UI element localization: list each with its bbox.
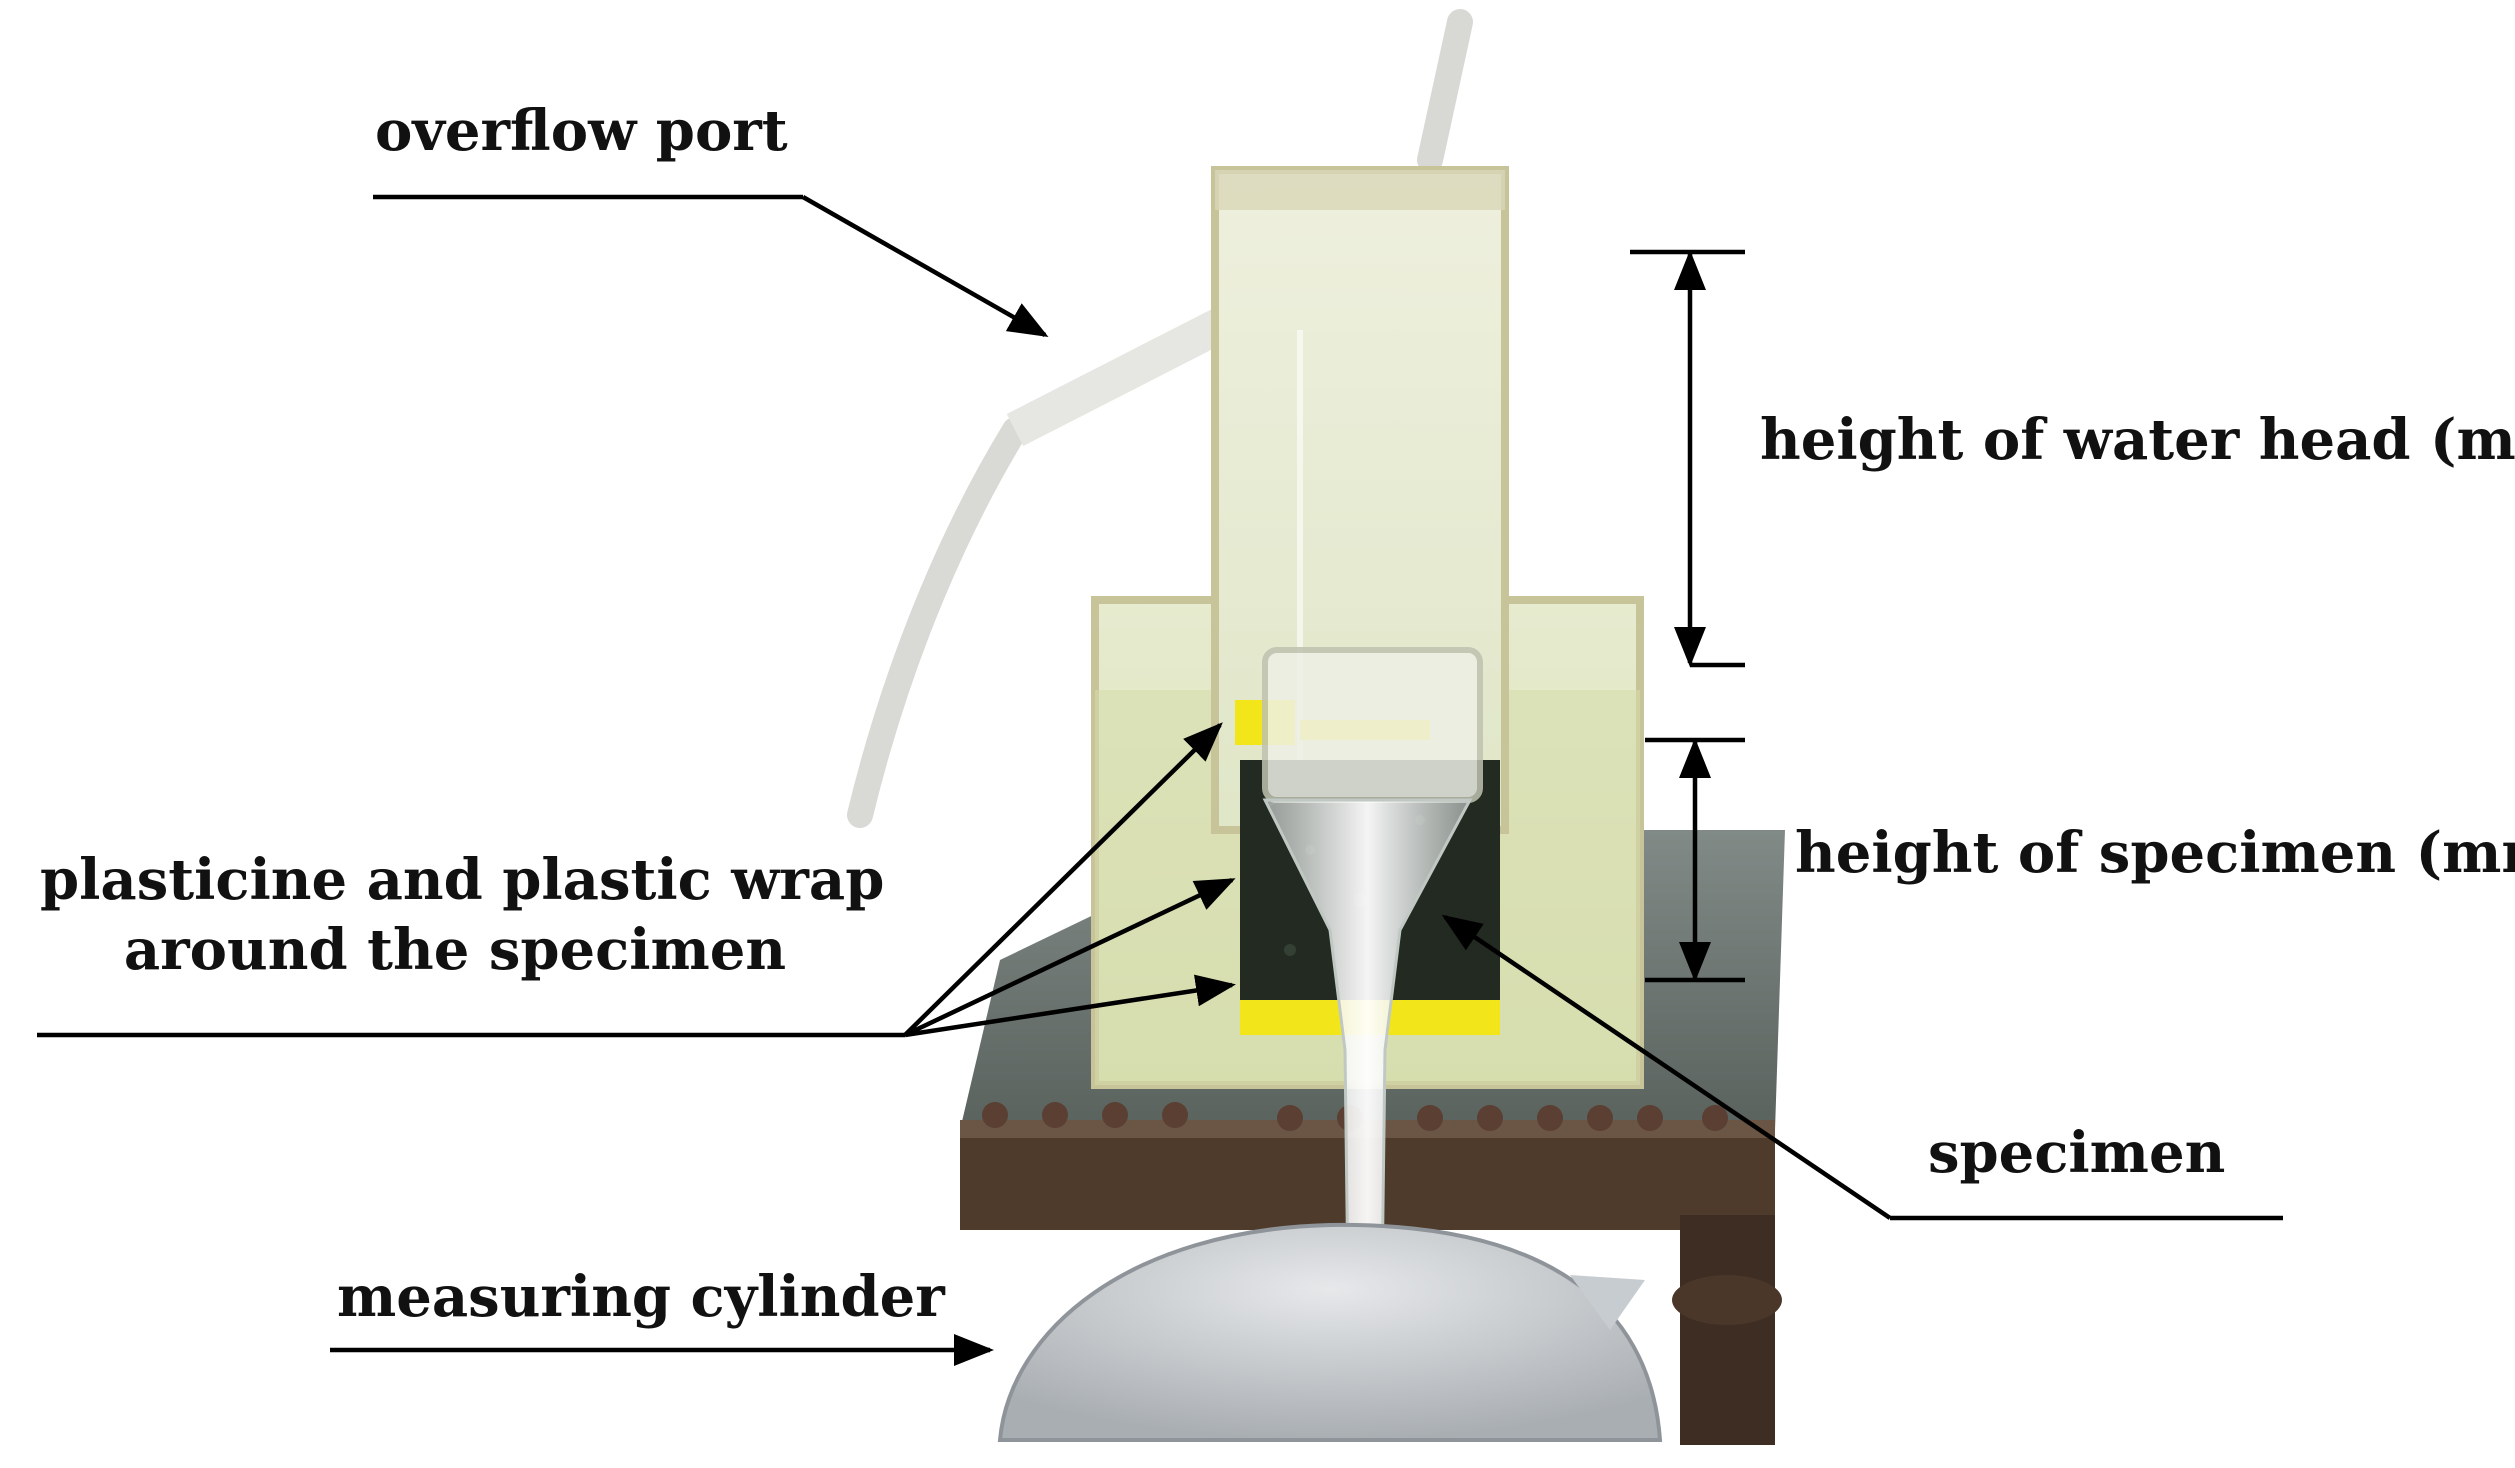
plasticine-arrow-bottom	[904, 974, 1236, 1038]
measuring-cylinder	[997, 1222, 1663, 1442]
water-head-label: height of water head (mm)	[1760, 407, 2515, 473]
specimen-arrow	[1441, 914, 1892, 1220]
plasticine-label-line1: plasticine and plastic wrap	[40, 847, 885, 913]
plasticine-arrow-middle	[904, 877, 1236, 1038]
outlet-box	[1262, 647, 1483, 803]
overflow-tube	[847, 9, 1473, 828]
specimen-height-label: height of specimen (mm)	[1795, 820, 2515, 886]
plasticine-arrow-top	[903, 722, 1223, 1037]
plasticine-label: plasticine and plastic wrap around the s…	[40, 845, 885, 985]
overflow-port-label: overflow port	[375, 98, 788, 164]
plasticine-label-line2: around the specimen	[123, 917, 787, 983]
specimen-label: specimen	[1928, 1120, 2226, 1186]
measuring-cylinder-label: measuring cylinder	[337, 1264, 945, 1330]
annotations	[37, 194, 2283, 1366]
table-rivets	[982, 1102, 1728, 1131]
overflow-port-arrow	[801, 195, 1049, 337]
